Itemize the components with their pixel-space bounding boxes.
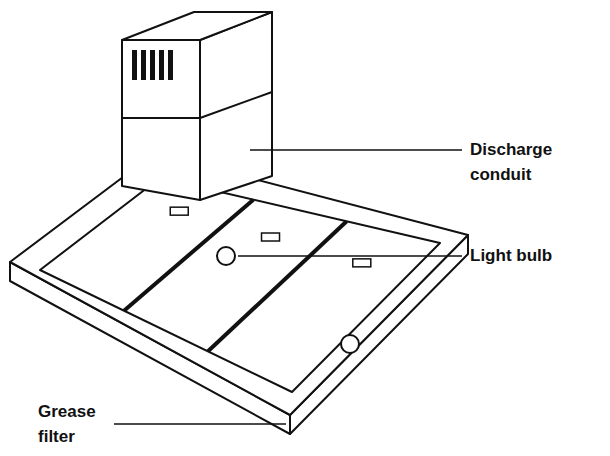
chimney-right-face xyxy=(200,12,272,200)
filter-panel xyxy=(40,178,440,392)
vent-slot xyxy=(141,50,146,80)
filter-divider xyxy=(124,200,253,311)
chimney-seam xyxy=(122,117,200,119)
filter-handle xyxy=(262,233,280,241)
light-bulb xyxy=(341,335,359,353)
vent-slot xyxy=(159,50,164,80)
light-bulb xyxy=(217,247,235,265)
chimney-seam xyxy=(200,92,272,118)
leader-line xyxy=(250,149,462,151)
chimney-left-face xyxy=(122,40,200,200)
part-label: Discharge conduit xyxy=(470,137,580,187)
part-label: Grease filter xyxy=(38,399,110,449)
part-label: Light bulb xyxy=(470,243,600,268)
leader-line xyxy=(238,255,462,257)
filter-divider xyxy=(208,221,347,351)
vent-slot xyxy=(132,50,137,80)
leader-line xyxy=(114,423,286,425)
chimney-top xyxy=(122,12,272,40)
vent-slot xyxy=(150,50,155,80)
canopy-rim xyxy=(10,153,468,415)
vent-slot xyxy=(168,50,173,80)
filter-handle xyxy=(170,207,188,215)
filter-handle xyxy=(353,259,371,267)
